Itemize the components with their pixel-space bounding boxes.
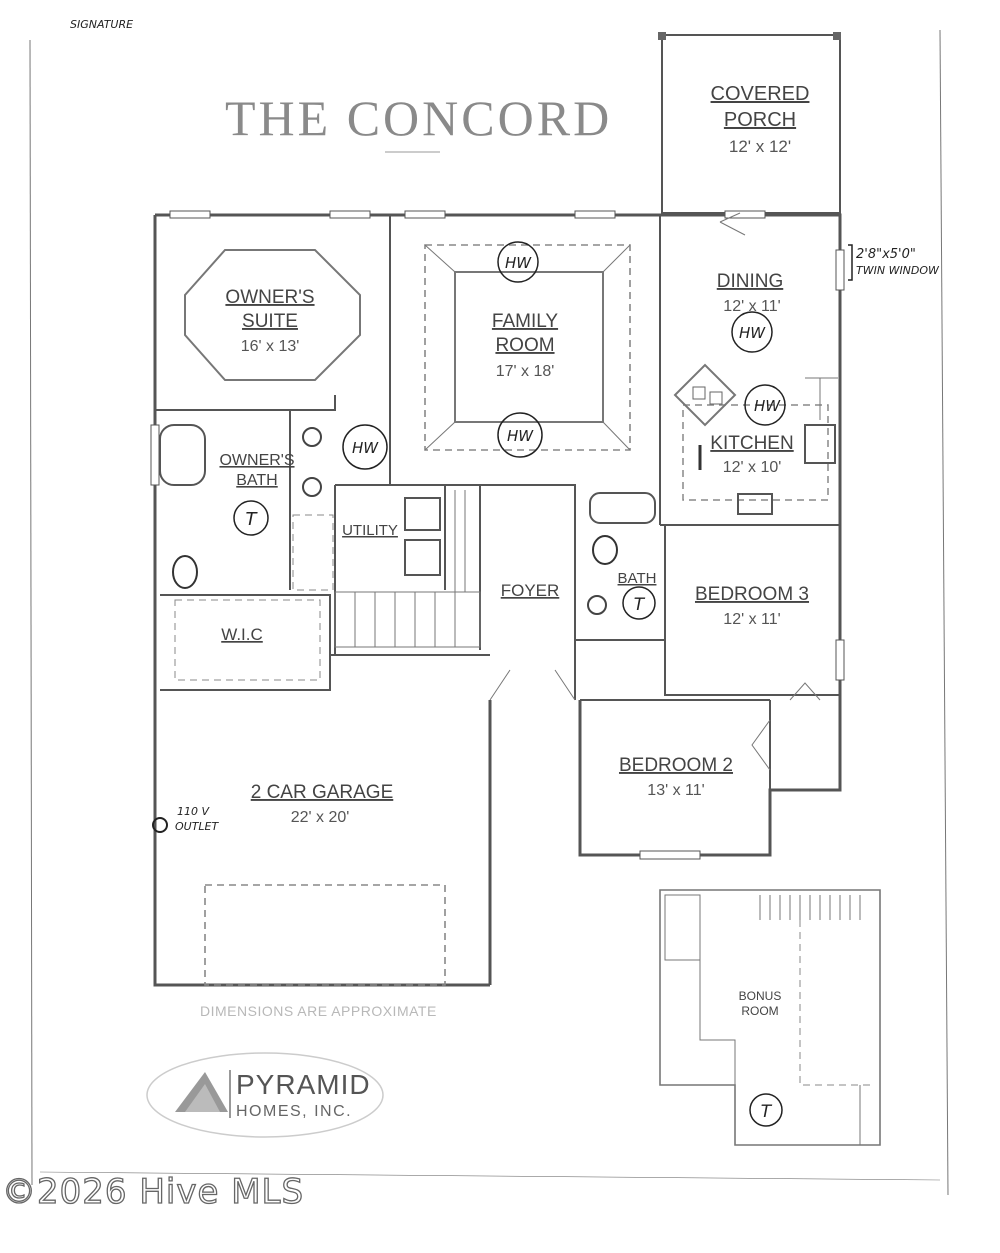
bedroom3-dims: 12' x 11' <box>723 611 780 628</box>
bonus-room-inset <box>659 889 881 1146</box>
utility-label: UTILITY <box>342 522 398 539</box>
kitchen-dims: 12' x 10' <box>723 459 782 476</box>
bedroom3-label: BEDROOM 3 <box>695 584 809 605</box>
kitchen-range-icon <box>737 493 773 515</box>
dining-door-swing <box>719 212 746 236</box>
outlet-mark-icon <box>152 817 168 833</box>
bathtub-icon <box>159 424 206 486</box>
bath-sink-icon <box>302 427 322 447</box>
handwritten-signature: SIGNATURE <box>70 18 133 31</box>
sink-basin <box>692 386 706 400</box>
twin-window-note-2: TWIN WINDOW <box>856 264 940 277</box>
kitchen-label: KITCHEN <box>710 433 793 454</box>
pyramid-logo <box>146 1052 384 1138</box>
pantry-wall <box>805 377 838 420</box>
owners-suite-label-1: OWNER'S <box>225 287 314 308</box>
dining-dims: 12' x 11' <box>723 298 780 315</box>
bonus-label-1: BONUS <box>739 989 782 1003</box>
toilet-icon <box>172 555 198 589</box>
windows-top <box>150 210 845 860</box>
stairs <box>334 490 481 648</box>
hall-sink-icon <box>587 595 607 615</box>
bath-label: BATH <box>618 570 657 587</box>
covered-porch-dims: 12' x 12' <box>729 137 791 156</box>
bonus-label-2: ROOM <box>741 1004 778 1018</box>
front-door-swing <box>489 669 576 701</box>
t-mark-bath: T <box>634 595 646 615</box>
bedroom2-dims: 13' x 11' <box>647 782 704 799</box>
outlet-note-2: OUTLET <box>175 820 220 833</box>
foyer-label: FOYER <box>501 581 560 600</box>
outlet-note-1: 110 V <box>177 805 210 818</box>
porch-post <box>658 32 666 40</box>
owners-bath-label-2: BATH <box>236 472 277 489</box>
logo-line-2: HOMES, INC. <box>236 1103 352 1120</box>
page-edge-left <box>29 39 33 1186</box>
sink-basin <box>709 391 723 405</box>
hw-mark-dining: HW <box>739 324 766 342</box>
bedroom3-closet-doors <box>789 682 821 701</box>
hw-mark-hall: HW <box>352 439 379 457</box>
porch-post <box>833 32 841 40</box>
dryer-icon <box>404 539 441 576</box>
garage-label: 2 CAR GARAGE <box>251 782 394 803</box>
family-room-label-1: FAMILY <box>492 311 558 332</box>
mls-watermark: ©2026 Hive MLS <box>1 1171 305 1212</box>
t-mark-bonus: T <box>761 1102 773 1122</box>
logo-line-1: PYRAMID <box>236 1069 371 1100</box>
hw-mark-kitchen: HW <box>754 397 781 415</box>
bedroom2-label: BEDROOM 2 <box>619 755 733 776</box>
twin-window-bracket <box>848 244 853 281</box>
exterior-wall-bedroom2 <box>578 700 842 857</box>
wic-label: W.I.C <box>221 625 263 644</box>
owners-suite-label-2: SUITE <box>242 311 298 332</box>
kitchen-counter-outline <box>682 404 829 501</box>
t-marks <box>233 500 783 1127</box>
hw-mark-family-top: HW <box>505 254 532 272</box>
covered-porch-label-1: COVERED <box>711 83 810 105</box>
bath-sink-icon <box>302 477 322 497</box>
garage-door-outline <box>204 884 446 986</box>
wic-outline <box>174 599 321 681</box>
kitchen-sink-island <box>673 363 737 427</box>
twin-window-note-1: 2'8"x5'0" <box>856 247 916 262</box>
owners-suite-dims: 16' x 13' <box>241 338 300 355</box>
owners-bath-label-1: OWNER'S <box>219 452 294 469</box>
plan-title: THE CONCORD <box>225 90 612 146</box>
garage-dims: 22' x 20' <box>291 809 350 826</box>
shower-outline <box>292 514 334 591</box>
family-room-label-2: ROOM <box>495 335 554 356</box>
covered-porch-label-2: PORCH <box>724 109 796 131</box>
owners-suite-tray-ceiling <box>184 249 361 381</box>
hw-marks <box>342 241 786 470</box>
hw-mark-family-bottom: HW <box>507 427 534 445</box>
page-edge-bottom <box>39 1171 941 1181</box>
washer-icon <box>404 497 441 531</box>
family-room-dims: 17' x 18' <box>496 363 555 380</box>
exterior-wall-top-right <box>155 213 842 700</box>
dimensions-disclaimer: DIMENSIONS ARE APPROXIMATE <box>200 1003 437 1019</box>
refrigerator-icon <box>804 424 836 464</box>
bedroom2-closet-door <box>751 719 771 771</box>
page-edge-right <box>939 29 949 1196</box>
hall-toilet-icon <box>592 535 618 565</box>
dining-label: DINING <box>717 271 784 292</box>
hall-bathtub-icon <box>589 492 656 524</box>
t-mark-owners-bath: T <box>246 509 259 530</box>
